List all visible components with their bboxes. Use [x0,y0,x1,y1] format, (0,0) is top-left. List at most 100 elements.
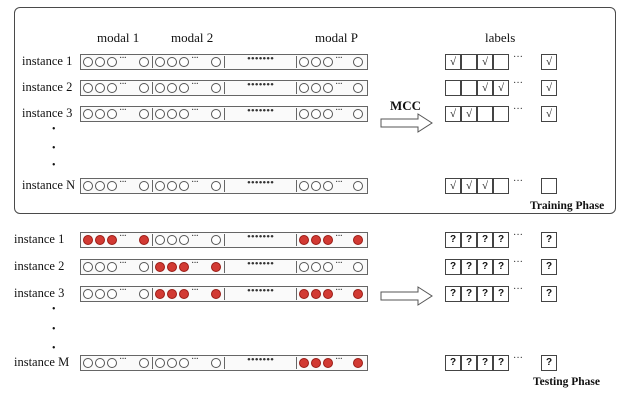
feature-ellipsis: ··· [119,354,127,365]
modal-p-segment: ··· [297,354,367,369]
feature-circle [299,358,309,368]
feature-circle [83,235,93,245]
feature-circle [211,83,221,93]
modal-1-header: modal 1 [97,30,140,45]
modal-2-segment: ··· [153,53,225,68]
feature-vector: ······•••••••··· [80,79,368,96]
middle-ellipsis: ••••••• [247,177,274,189]
feature-ellipsis: ··· [191,105,199,116]
feature-ellipsis: ··· [335,354,343,365]
feature-circle [167,109,177,119]
modal-1-segment: ··· [81,79,153,94]
instance-label: instance 2 [22,80,73,94]
unknown-label-box: ? [445,355,461,371]
unknown-label-box: ? [541,259,557,275]
training-phase-frame [14,7,616,214]
feature-circle [155,109,165,119]
modal-p-segment: ··· [297,79,367,94]
feature-circle [155,235,165,245]
middle-modal-segment: ••••••• [225,354,297,369]
feature-circle [311,235,321,245]
label-ellipsis: ··· [513,104,523,115]
middle-ellipsis: ••••••• [247,53,274,65]
feature-ellipsis: ··· [335,177,343,188]
feature-circle [311,181,321,191]
instance-label: instance 2 [14,259,65,273]
instance-label: instance N [22,178,76,192]
feature-circle [323,235,333,245]
feature-ellipsis: ··· [191,79,199,90]
middle-modal-segment: ••••••• [225,285,297,300]
feature-ellipsis: ··· [191,258,199,269]
testing-phase-label: Testing Phase [533,376,600,388]
feature-circle [139,57,149,67]
modal-p-segment: ··· [297,258,367,273]
instance-label: instance 1 [22,54,73,68]
feature-circle [179,358,189,368]
label-ellipsis: ··· [513,284,523,295]
feature-vector: ······•••••••··· [80,285,368,302]
instance-label: instance M [14,355,70,369]
feature-circle [83,83,93,93]
feature-circle [353,289,363,299]
feature-circle [167,235,177,245]
modal-2-segment: ··· [153,79,225,94]
feature-circle [299,262,309,272]
feature-vector: ······•••••••··· [80,53,368,70]
feature-vector: ······•••••••··· [80,231,368,248]
testing-arrow-icon [380,286,433,306]
feature-circle [353,235,363,245]
feature-ellipsis: ··· [119,79,127,90]
feature-ellipsis: ··· [119,258,127,269]
middle-modal-segment: ••••••• [225,258,297,273]
label-box [493,54,509,70]
unknown-label-box: ? [461,355,477,371]
feature-circle [323,289,333,299]
feature-circle [95,109,105,119]
modal-1-segment: ··· [81,285,153,300]
mcc-label: MCC [390,98,422,113]
instance-label: instance 1 [14,232,65,246]
labels-header: labels [485,30,516,45]
feature-circle [323,83,333,93]
modal-2-segment: ··· [153,105,225,120]
unknown-label-box: ? [541,286,557,302]
ellipsis-dot: • [52,160,56,171]
feature-circle [95,181,105,191]
feature-circle [179,109,189,119]
middle-modal-segment: ••••••• [225,53,297,68]
ellipsis-dot: • [52,143,56,154]
feature-circle [107,235,117,245]
feature-circle [299,289,309,299]
feature-circle [167,289,177,299]
unknown-label-box: ? [493,259,509,275]
feature-circle [139,109,149,119]
label-box: √ [541,80,557,96]
modal-p-segment: ··· [297,231,367,246]
feature-circle [107,358,117,368]
feature-circle [211,358,221,368]
label-box: √ [541,54,557,70]
feature-circle [107,57,117,67]
middle-ellipsis: ••••••• [247,285,274,297]
label-box: √ [445,106,461,122]
unknown-label-box: ? [461,286,477,302]
feature-circle [155,57,165,67]
label-box [461,80,477,96]
unknown-label-box: ? [541,355,557,371]
instance-label: instance 3 [22,106,73,120]
feature-circle [211,235,221,245]
label-ellipsis: ··· [513,176,523,187]
feature-circle [353,262,363,272]
feature-circle [179,57,189,67]
feature-vector: ······•••••••··· [80,105,368,122]
feature-ellipsis: ··· [119,177,127,188]
feature-circle [83,57,93,67]
modal-1-segment: ··· [81,105,153,120]
label-ellipsis: ··· [513,353,523,364]
feature-circle [139,289,149,299]
middle-ellipsis: ••••••• [247,354,274,366]
feature-circle [83,109,93,119]
label-box [493,178,509,194]
unknown-label-box: ? [461,259,477,275]
